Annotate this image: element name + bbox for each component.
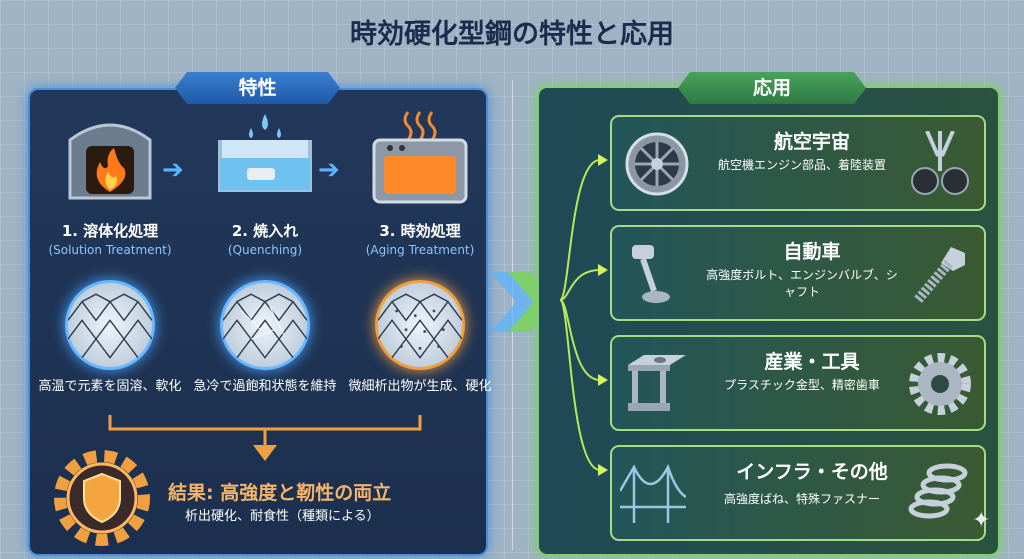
- shield-gear-icon: [54, 450, 150, 546]
- step-aging-treatment: 3. 時効処理 (Aging Treatment): [345, 220, 495, 257]
- sparkle-icon: ✦: [972, 508, 991, 533]
- oven-icon: [372, 111, 468, 204]
- gear-icon: [909, 353, 971, 415]
- card-industry-tools: 産業・工具 プラスチック金型、精密歯車: [610, 335, 986, 431]
- step-description: 微細析出物が生成、硬化: [348, 379, 492, 394]
- step-title: 3. 時効処理: [379, 222, 461, 240]
- engine-valve-icon: [632, 245, 670, 303]
- microstructure-solution: [65, 280, 155, 370]
- step-description: 高温で元素を固溶、軟化: [38, 379, 182, 394]
- bridge-icon: [620, 463, 686, 523]
- step-subtitle: (Aging Treatment): [365, 243, 475, 257]
- card-title: インフラ・その他: [736, 461, 888, 483]
- branch-arrows: [560, 154, 608, 476]
- page-title: 時効硬化型鋼の特性と応用: [350, 19, 674, 50]
- tab-characteristics: 特性: [175, 72, 340, 104]
- step-title: 2. 焼入れ: [231, 222, 299, 240]
- step-solution-treatment: 1. 溶体化処理 (Solution Treatment): [35, 220, 185, 257]
- card-automotive: 自動車 高強度ボルト、エンジンバルブ、シャフト: [610, 225, 986, 321]
- microstructure-aged: [375, 280, 465, 370]
- mold-icon: [628, 355, 686, 411]
- merge-arrow-icon: [108, 415, 422, 461]
- card-title: 産業・工具: [764, 351, 860, 373]
- result-subtitle: 析出硬化、耐食性（種類による）: [185, 509, 380, 524]
- spring-icon: [908, 463, 968, 519]
- jet-engine-icon: [625, 132, 689, 196]
- card-title: 航空宇宙: [773, 131, 850, 153]
- step-subtitle: (Quenching): [227, 243, 303, 257]
- step-quenching: 2. 焼入れ (Quenching): [190, 220, 340, 257]
- card-description: 高強度ばね、特殊ファスナー: [723, 492, 880, 506]
- water-bath-icon: [218, 114, 312, 192]
- microstructure-quenched: [220, 280, 310, 370]
- step-title: 1. 溶体化処理: [61, 222, 159, 240]
- card-description: 航空機エンジン部品、着陸装置: [717, 158, 886, 172]
- landing-gear-icon: [911, 131, 969, 195]
- bolt-icon: [913, 247, 965, 305]
- arrow-right-icon: ➔: [162, 155, 184, 185]
- tab-applications: 応用: [678, 72, 866, 104]
- arrow-right-icon: ➔: [318, 155, 340, 185]
- card-aerospace: 航空宇宙 航空機エンジン部品、着陸装置: [610, 115, 986, 211]
- card-infrastructure: インフラ・その他 高強度ばね、特殊ファスナー: [610, 445, 986, 541]
- step-subtitle: (Solution Treatment): [48, 243, 172, 257]
- card-description: プラスチック金型、精密歯車: [724, 378, 880, 392]
- card-description: 高強度ボルト、エンジンバルブ、シャフト: [706, 268, 898, 299]
- furnace-icon: [68, 123, 152, 200]
- card-title: 自動車: [783, 241, 841, 263]
- result-title: 結果: 高強度と靭性の両立: [168, 482, 392, 504]
- step-description: 急冷で過飽和状態を維持: [193, 379, 337, 394]
